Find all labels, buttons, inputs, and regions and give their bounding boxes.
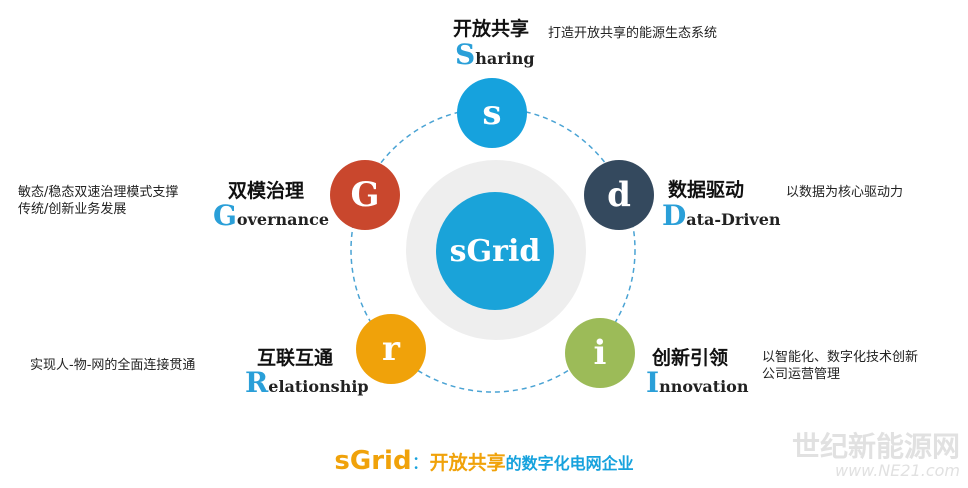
watermark: 世纪新能源网 www.NE21.com [792,432,960,480]
footer-highlight: 开放共享 [429,452,506,474]
node-letter: d [607,175,631,215]
watermark-title: 世纪新能源网 [791,430,960,463]
title-en-sharing: Sharing [455,38,535,71]
node-sharing: s [457,78,527,148]
title-cn-innovation: 创新引领 [652,347,729,369]
desc-innovation: 以智能化、数字化技术创新 公司运营管理 [762,350,919,382]
footer-slogan: sGrid：开放共享的数字化电网企业 [0,446,968,476]
center-node: sGrid [436,192,554,310]
footer-brand: sGrid [334,446,412,476]
node-letter: G [350,175,380,215]
title-en-relationship: Relationship [245,366,369,399]
title-cn-sharing: 开放共享 [453,18,530,40]
title-cn-data-driven: 数据驱动 [668,179,745,201]
desc-data-driven: 以数据为核心驱动力 [786,185,904,200]
node-governance: G [330,160,400,230]
desc-relationship: 实现人-物-网的全面连接贯通 [30,358,196,373]
title-en-governance: Governance [213,199,330,232]
desc-sharing: 打造开放共享的能源生态系统 [548,26,718,41]
node-letter: i [593,333,607,373]
footer-rest: 的数字化电网企业 [505,454,634,473]
node-letter: r [382,329,400,369]
title-cn-relationship: 互联互通 [257,347,334,369]
footer-separator: ： [411,453,430,474]
title-en-innovation: Innovation [646,366,749,399]
node-innovation: i [565,318,635,388]
center-label: sGrid [449,233,541,269]
watermark-url: www.NE21.com [834,461,960,480]
title-en-data-driven: Data-Driven [662,199,781,232]
desc-governance: 敏态/稳态双速治理模式支撑 传统/创新业务发展 [18,185,179,217]
node-relationship: r [356,314,426,384]
node-letter: s [482,93,502,133]
node-data-driven: d [584,160,654,230]
title-cn-governance: 双模治理 [228,180,305,202]
